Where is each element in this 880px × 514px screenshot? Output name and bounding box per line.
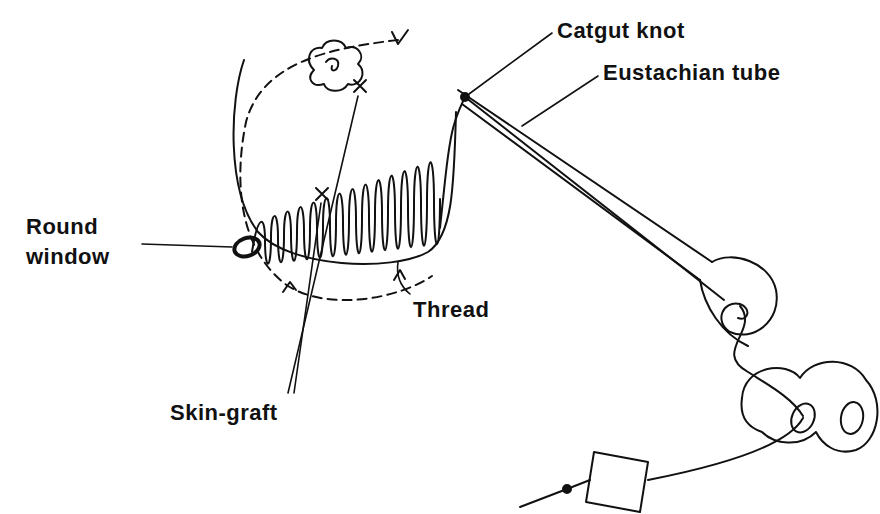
eustachian-tube bbox=[458, 90, 712, 262]
ossicle bbox=[309, 41, 363, 91]
graft-edge-mark bbox=[283, 282, 296, 292]
leader-line bbox=[469, 33, 552, 94]
graft-mark bbox=[316, 188, 328, 200]
leader-line bbox=[142, 244, 232, 247]
graft-mark bbox=[354, 80, 366, 92]
part-label: Catgut knot bbox=[557, 16, 685, 46]
thread bbox=[520, 480, 590, 507]
tape-tab bbox=[586, 452, 648, 512]
ossicle bbox=[326, 59, 338, 71]
leader-line bbox=[288, 96, 358, 393]
leader-line bbox=[294, 203, 321, 393]
thread bbox=[465, 97, 724, 300]
part-label: Round window bbox=[26, 212, 136, 272]
leader-line bbox=[398, 262, 411, 294]
nostril bbox=[838, 400, 865, 435]
leader-line bbox=[522, 76, 598, 126]
part-label: Eustachian tube bbox=[603, 58, 780, 88]
nose-outline bbox=[742, 362, 878, 452]
thread bbox=[648, 418, 803, 480]
graft-edge-mark bbox=[392, 30, 408, 44]
part-label: Skin-graft bbox=[170, 398, 278, 428]
round-window bbox=[232, 234, 263, 260]
thread-coil bbox=[252, 97, 465, 264]
thread bbox=[734, 306, 803, 416]
part-label: Thread bbox=[413, 295, 489, 325]
thread-bead bbox=[563, 485, 571, 493]
